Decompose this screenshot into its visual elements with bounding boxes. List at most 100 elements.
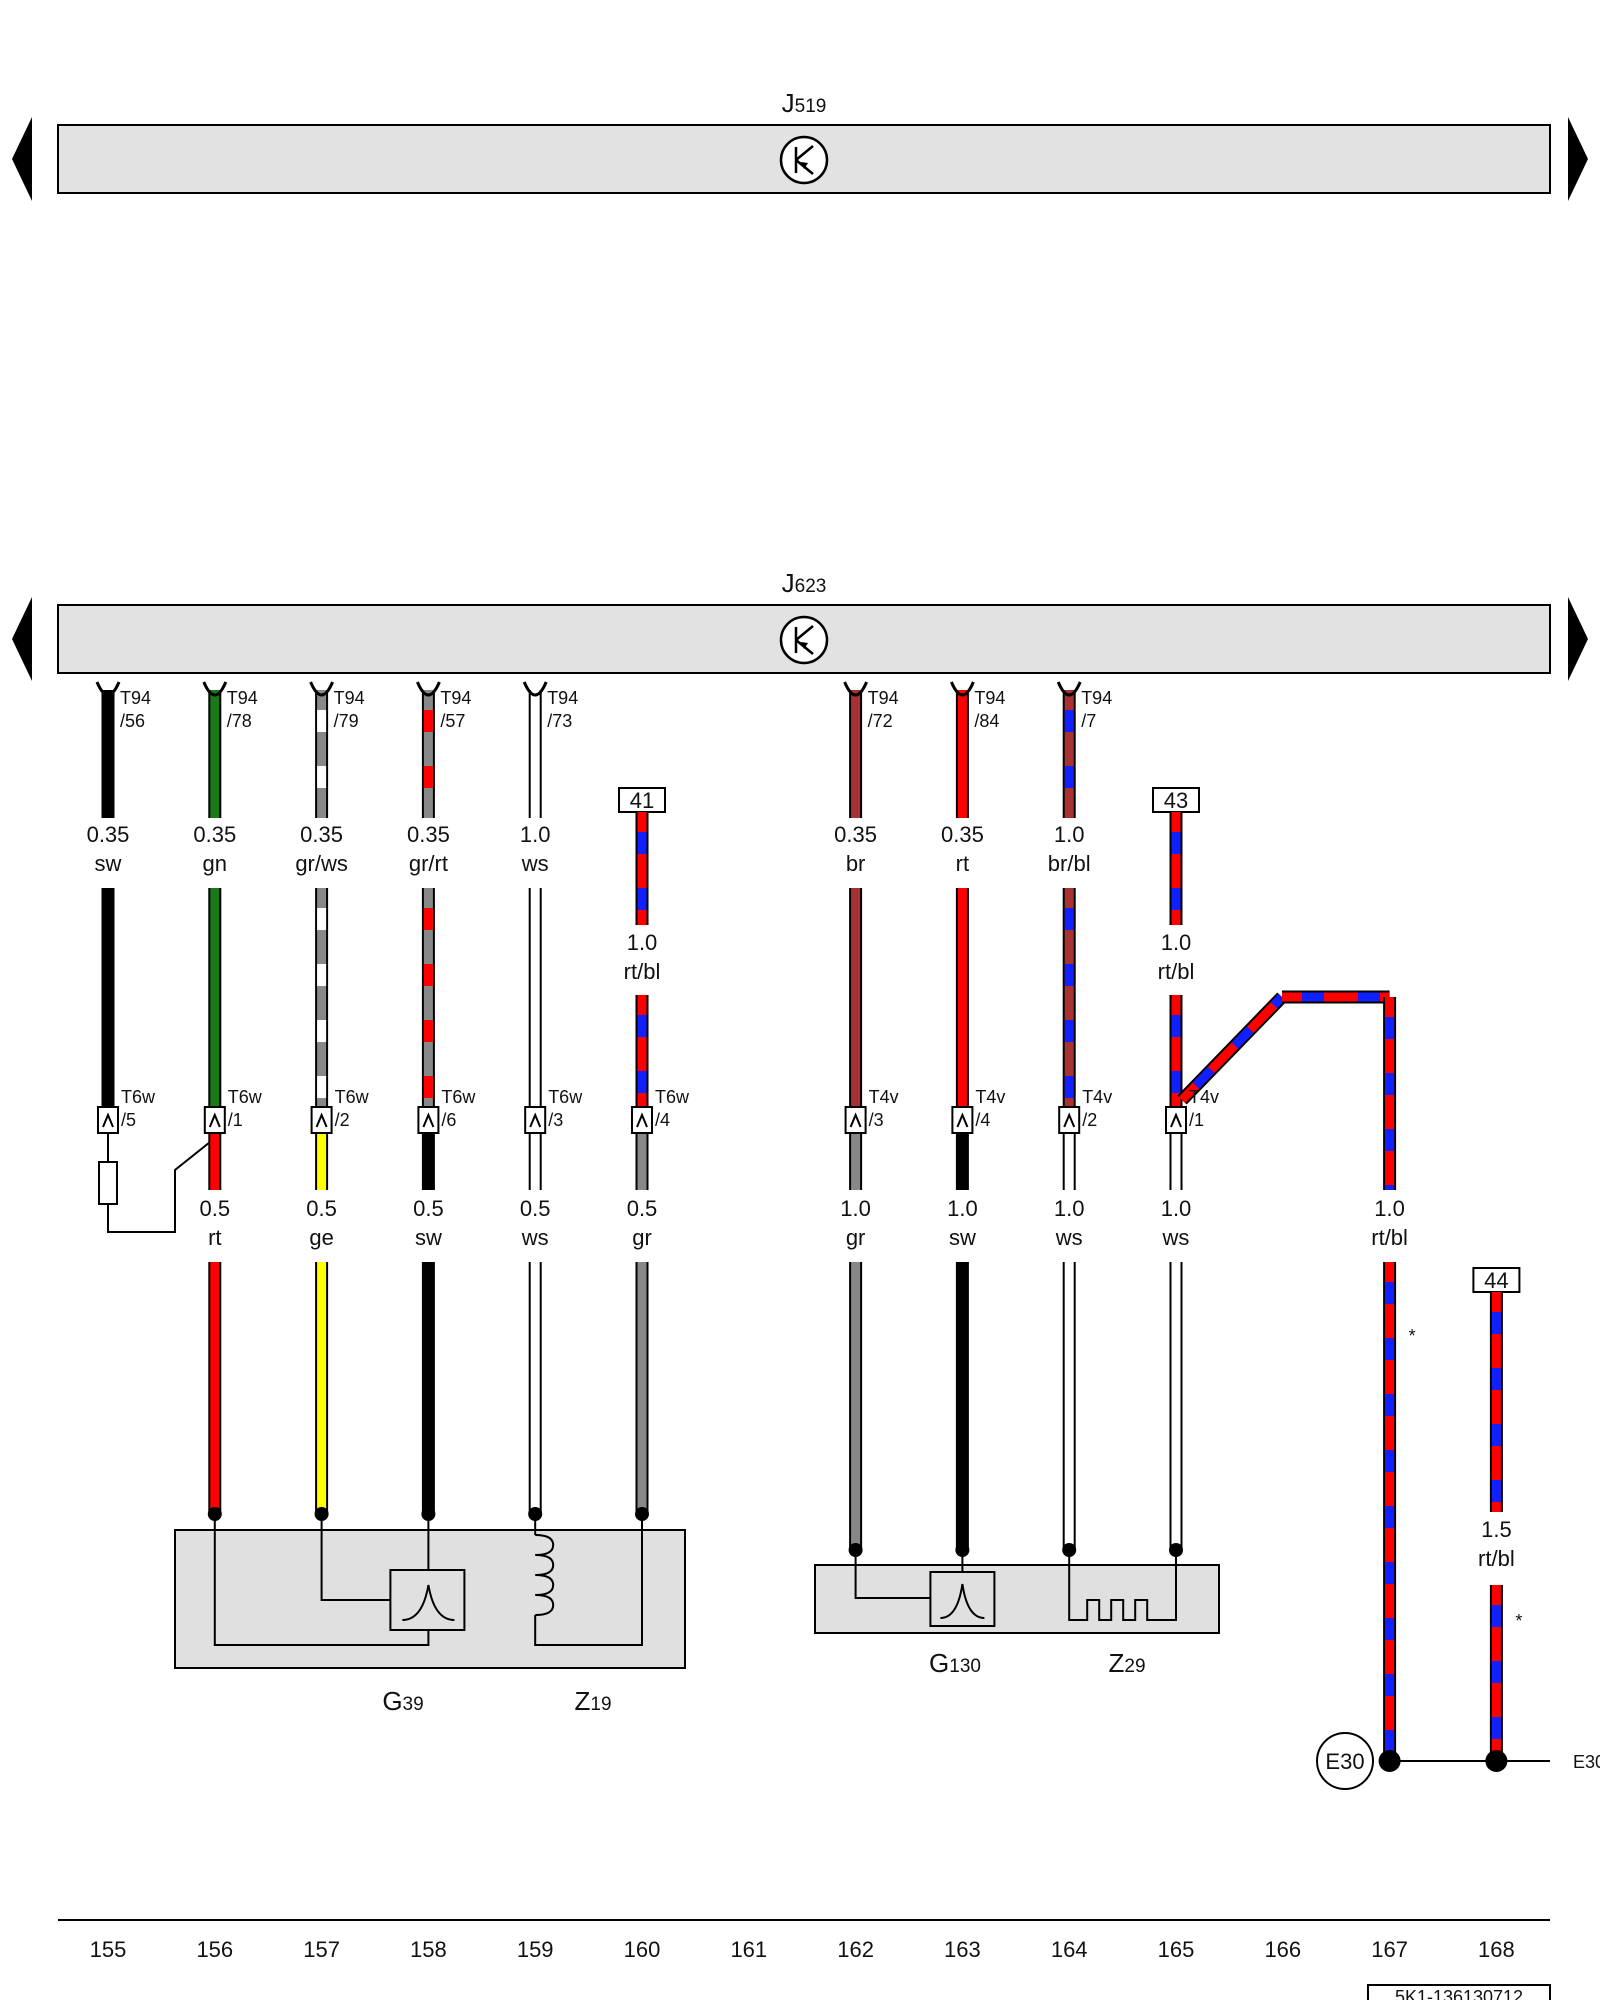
reference-box xyxy=(1472,1267,1521,1293)
connectors xyxy=(95,681,1187,1134)
pin-connector-label: T94 xyxy=(868,688,899,708)
connector-housing xyxy=(951,1106,974,1134)
wire-color-label: rt/bl xyxy=(1478,1546,1515,1571)
component-label-g130: G130 xyxy=(929,1648,981,1678)
pin-number-label: /56 xyxy=(120,711,145,731)
pin-icon xyxy=(529,1112,542,1128)
pin-icon xyxy=(849,1112,862,1128)
pin-connector-label: T94 xyxy=(1081,688,1112,708)
connector-pin-label: /2 xyxy=(335,1110,350,1130)
component-number: 130 xyxy=(949,1656,981,1677)
column-number: 162 xyxy=(837,1937,874,1962)
circuit-trace xyxy=(534,1514,643,1646)
connector-t6w-pin6 xyxy=(417,1106,440,1134)
transistor-icon xyxy=(779,135,829,185)
connector-housing xyxy=(203,1106,226,1134)
feed-43: 43 xyxy=(1152,787,1200,813)
connector-pin-label: /1 xyxy=(228,1110,243,1130)
ground-point-marker xyxy=(1316,1732,1374,1790)
feed-44: 44 xyxy=(1472,1267,1521,1293)
wire-size-label: 1.5 xyxy=(1481,1517,1512,1542)
column-number: 156 xyxy=(196,1937,233,1962)
wire-size-label: 0.5 xyxy=(306,1196,337,1221)
wire-size-label: 1.0 xyxy=(840,1196,871,1221)
pin-icon xyxy=(208,1112,221,1128)
sensor-icon xyxy=(389,1569,466,1631)
wire-size-label: 1.0 xyxy=(1054,822,1085,847)
connector-housing xyxy=(844,1106,867,1134)
connector-label: T4v xyxy=(975,1087,1005,1107)
connector-pin-label: /2 xyxy=(1082,1110,1097,1130)
connector-label: T6w xyxy=(121,1087,156,1107)
module-number: 623 xyxy=(795,576,827,597)
connector-t6w-pin4 xyxy=(631,1106,653,1134)
module-label: J519 xyxy=(782,88,827,118)
wire-color-label: gn xyxy=(203,851,227,876)
plug-icon xyxy=(202,681,228,697)
circuit-trace xyxy=(213,1514,430,1646)
wire-size-label: 0.35 xyxy=(941,822,984,847)
component-label-z19: Z19 xyxy=(574,1686,611,1716)
connector-housing xyxy=(1165,1106,1187,1134)
connector-label: T4v xyxy=(1189,1087,1219,1107)
column-number: 167 xyxy=(1371,1937,1408,1962)
pin-icon xyxy=(956,1112,969,1128)
wire-size-label: 0.35 xyxy=(193,822,236,847)
component-number: 29 xyxy=(1124,1656,1145,1677)
pin-connector-label: T94 xyxy=(440,688,471,708)
wire-size-label: 0.35 xyxy=(834,822,877,847)
wire-size-label: 1.0 xyxy=(1161,930,1192,955)
pin-number-label: /78 xyxy=(227,711,252,731)
pin-number-label: /84 xyxy=(974,711,999,731)
pin-connector-label: T94 xyxy=(547,688,578,708)
column-number: 168 xyxy=(1478,1937,1515,1962)
continuation-left-icon xyxy=(12,597,32,681)
connector-pin-label: /4 xyxy=(655,1110,670,1130)
wire-color-label: ge xyxy=(309,1225,333,1250)
asterisk-label: * xyxy=(1515,1611,1522,1631)
wire-color-label: br xyxy=(846,851,866,876)
wire-color-label: br/bl xyxy=(1048,851,1091,876)
column-number: 164 xyxy=(1051,1937,1088,1962)
connector-pin-label: /4 xyxy=(975,1110,990,1130)
pin-icon xyxy=(1170,1112,1182,1128)
connector-label: T4v xyxy=(869,1087,899,1107)
transistor-icon-arrow xyxy=(801,162,808,169)
transistor-icon xyxy=(779,615,829,665)
pin-connector-label: T94 xyxy=(974,688,1005,708)
connector-t4v-pin2 xyxy=(1058,1106,1081,1134)
wire-color-label: gr/ws xyxy=(295,851,348,876)
wire-size-label: 1.0 xyxy=(1374,1196,1405,1221)
connector-housing xyxy=(524,1106,547,1134)
ground-junction-dot xyxy=(1485,1750,1508,1772)
wire-size-label: 1.0 xyxy=(627,930,658,955)
wire-size-label: 1.0 xyxy=(1054,1196,1085,1221)
continuation-right-icon xyxy=(1568,597,1588,681)
connector-t6w-pin3 xyxy=(524,1106,547,1134)
wire-color-label: ws xyxy=(521,851,549,876)
wire-color-label: rt/bl xyxy=(624,959,661,984)
column-number: 155 xyxy=(90,1937,127,1962)
reference-number: 44 xyxy=(1484,1268,1508,1293)
wire-size-label: 0.35 xyxy=(300,822,343,847)
reference-number: 41 xyxy=(630,788,654,813)
document-code: 5K1-136130712 xyxy=(1395,1987,1523,2000)
column-number: 165 xyxy=(1158,1937,1195,1962)
pin-connector-label: T94 xyxy=(120,688,151,708)
resistor-loop xyxy=(107,1142,210,1233)
module-number: 519 xyxy=(795,96,827,117)
component-number: 39 xyxy=(403,1694,424,1715)
circuit-trace xyxy=(854,1550,931,1599)
connector-housing xyxy=(1058,1106,1081,1134)
module-j519: J519 xyxy=(12,88,1588,201)
transistor-icon-arrow xyxy=(801,642,808,649)
wire-color-label: rt xyxy=(956,851,969,876)
pin-icon xyxy=(102,1112,114,1128)
circuit-trace xyxy=(320,1514,391,1601)
column-number: 166 xyxy=(1264,1937,1301,1962)
pin-connector-label: T94 xyxy=(334,688,365,708)
document-code-box xyxy=(1367,1984,1551,2000)
